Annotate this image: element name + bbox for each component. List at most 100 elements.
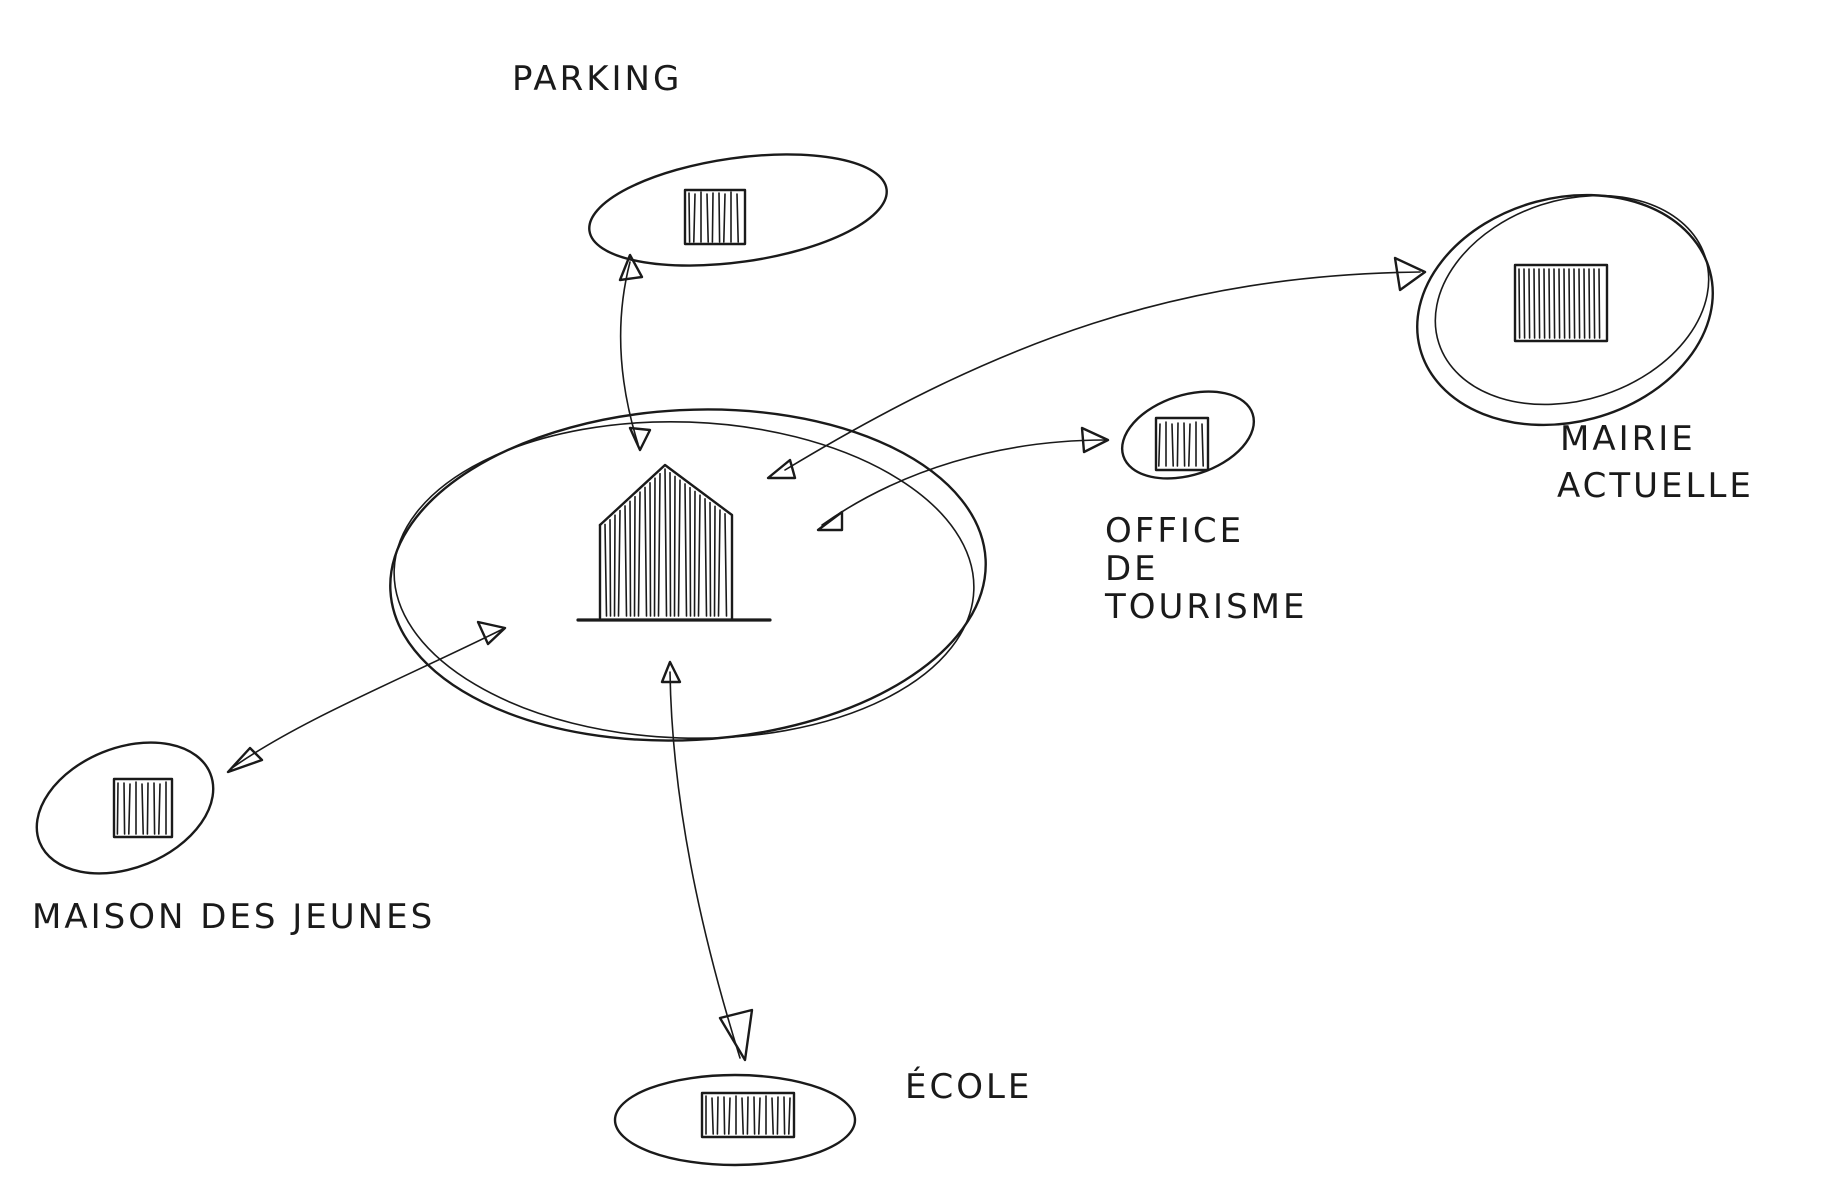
arrowhead-office-right (1080, 426, 1110, 454)
hatch-stroke (746, 1096, 749, 1135)
hatch-stroke (1543, 268, 1546, 339)
arrow-center-maison (231, 627, 506, 769)
hatch-stroke (609, 518, 612, 617)
hatch-stroke (1523, 268, 1526, 339)
hatch-stroke (757, 1097, 761, 1135)
hatch-stroke (146, 782, 149, 835)
hatch-stroke (669, 471, 672, 617)
hatch-stroke (1188, 423, 1191, 467)
mairie-ellipse-outer (1416, 193, 1714, 427)
mairie-ellipse-inner (1434, 194, 1710, 406)
office-label-line3: TOURISME (1104, 587, 1307, 627)
hatch-stroke (697, 494, 701, 617)
hatch-stroke (624, 505, 628, 617)
hatch-stroke (158, 783, 161, 835)
central-ellipse-inner (393, 420, 975, 740)
hatch-stroke (1183, 422, 1186, 467)
hatch-stroke (711, 192, 714, 243)
hatch-stroke (1598, 268, 1601, 339)
hatch-stroke (637, 491, 641, 617)
hatch-stroke (1518, 268, 1521, 339)
hatch-stroke (649, 482, 652, 617)
parking-building-icon (683, 188, 747, 246)
central-house-icon (576, 463, 772, 622)
ecole-label: ÉCOLE (905, 1066, 1032, 1107)
hatch-stroke (753, 1096, 756, 1135)
hatch-stroke (689, 486, 692, 617)
hatch-stroke (706, 193, 710, 243)
central-ellipse-outer (389, 408, 987, 742)
hatch-stroke (713, 505, 716, 617)
connection-arrows (226, 253, 1427, 1062)
hatch-stroke (722, 193, 726, 243)
hatch-stroke (736, 193, 740, 243)
maison-jeunes-group: MAISON DES JEUNES (32, 741, 432, 937)
hatch-stroke (1158, 423, 1161, 467)
hatch-stroke (716, 1096, 719, 1135)
parking-ellipse (588, 153, 888, 267)
hatch-stroke (709, 501, 712, 617)
hatch-stroke (657, 472, 661, 617)
hatch-stroke (717, 509, 721, 617)
hatch-stroke (724, 512, 728, 617)
hatch-stroke (633, 495, 636, 617)
hatch-stroke (692, 193, 696, 243)
hatch-stroke (1538, 268, 1541, 339)
parking-label: PARKING (512, 59, 682, 99)
office-building-icon (1154, 416, 1210, 472)
hatch-stroke (1558, 268, 1561, 339)
arrow-center-mairie (784, 271, 1421, 471)
hatch-stroke (153, 782, 156, 835)
hatch-stroke (727, 1097, 731, 1135)
hatch-stroke (1533, 268, 1536, 339)
hatch-stroke (1563, 268, 1566, 339)
hatch-stroke (617, 509, 621, 617)
arrowhead-parking-bottom (628, 426, 652, 452)
maison-building-icon (112, 777, 174, 839)
arrowhead-office-left (816, 510, 844, 532)
hatch-stroke (1593, 268, 1596, 339)
hatch-stroke (1528, 268, 1531, 339)
office-label-line1: OFFICE (1105, 511, 1244, 551)
hatch-stroke (141, 783, 144, 835)
maison-ellipse (35, 741, 215, 875)
hatch-stroke (1176, 422, 1179, 467)
ecole-ellipse (613, 1073, 857, 1167)
arrow-center-ecole (669, 671, 741, 1059)
arrowhead-ecole-top (660, 660, 682, 684)
hatch-stroke (1201, 423, 1204, 467)
parking-group: PARKING (512, 59, 888, 267)
hatch-stroke (704, 498, 708, 617)
ecole-building-icon (700, 1091, 796, 1139)
mairie-label-line2: ACTUELLE (1557, 466, 1754, 506)
hatch-stroke (677, 479, 681, 617)
hatch-stroke (629, 500, 632, 617)
hatch-stroke (673, 475, 676, 617)
hatch-stroke (684, 483, 688, 617)
arrowhead-maison-bottom (226, 746, 264, 774)
hatch-stroke (1171, 423, 1174, 467)
arrow-center-parking (619, 261, 639, 445)
hatch-stroke (1588, 268, 1591, 339)
hatch-stroke (1578, 268, 1581, 339)
hatch-stroke (688, 192, 691, 243)
hatch-stroke (787, 1097, 791, 1135)
hatch-stroke (613, 514, 616, 617)
hatch-stroke (741, 1097, 745, 1135)
hatch-stroke (711, 1097, 715, 1135)
hatch-stroke (693, 490, 696, 617)
hatch-stroke (1573, 268, 1576, 339)
hatch-stroke (653, 477, 656, 617)
hatch-stroke (1583, 268, 1586, 339)
office-ellipse (1120, 390, 1256, 480)
ecole-group: ÉCOLE (613, 1066, 1032, 1167)
hatch-stroke (723, 1096, 726, 1135)
hatch-stroke (123, 782, 126, 835)
arrowhead-mairie-right (1393, 256, 1427, 292)
hatch-stroke (776, 1096, 779, 1135)
mairie-group: MAIRIE ACTUELLE (1416, 193, 1754, 506)
arrowhead-parking-top (618, 253, 644, 282)
arrowhead-ecole-bottom (718, 1008, 754, 1062)
arrowhead-mairie-left (766, 458, 797, 480)
arrow-center-office (821, 439, 1106, 526)
